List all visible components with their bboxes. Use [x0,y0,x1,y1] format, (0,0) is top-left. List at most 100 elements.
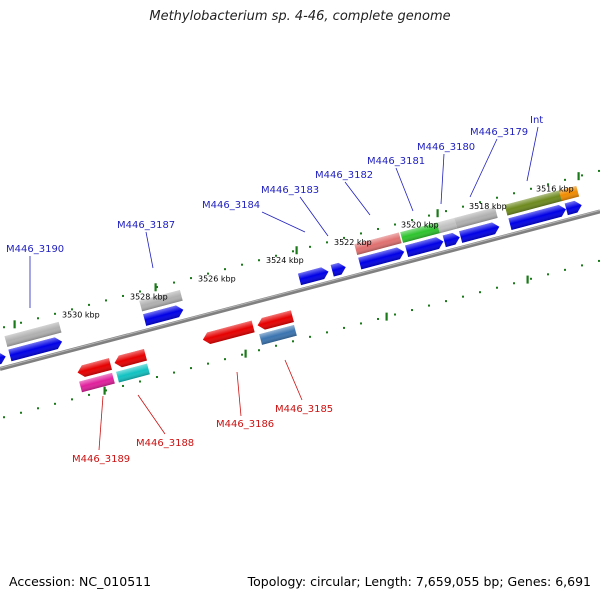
upper-minor-tick [173,281,175,284]
upper-minor-tick [190,277,192,280]
lower-major-tick [385,312,388,321]
gene-features [0,185,582,393]
gene-green-shade [400,222,440,243]
gene-blue-forward-shade [297,267,329,286]
gene-blue-forward [459,222,500,243]
gene-blue-forward-shade [8,337,63,362]
kbp-label: 3526 kbp [198,274,236,283]
map-title: Methylobacterium sp. 4-46, complete geno… [149,9,451,24]
leader-line [526,126,539,182]
upper-minor-tick [547,183,549,186]
gene-blue-forward [297,267,329,286]
gene-salmon [354,232,402,255]
lower-minor-tick [139,380,141,383]
upper-minor-tick [513,192,515,195]
gene-salmon-shade [354,232,402,255]
gene-olive-shade [504,189,564,216]
gene-label-lower: M446_3188 [136,438,194,449]
gene-orange [558,185,580,202]
upper-major-tick [436,209,439,218]
upper-minor-tick [275,254,277,257]
lower-minor-tick [37,407,39,410]
kbp-label: 3524 kbp [266,256,304,265]
gene-blue-forward [330,262,346,277]
lower-major-tick [526,275,529,284]
lower-minor-tick [394,313,396,316]
leader-line [469,138,498,198]
gene-magenta-shade [79,372,115,393]
lower-minor-tick [71,398,73,401]
upper-minor-tick [411,219,413,222]
upper-major-tick [295,246,298,255]
gene-orange-shade [558,185,580,202]
upper-minor-tick [428,214,430,217]
upper-minor-tick [581,174,583,177]
accession-text: Accession: NC_010511 [9,574,152,589]
lower-major-tick [244,349,247,358]
lower-minor-tick [241,353,243,356]
gene-red-reverse-shade [202,320,255,345]
gene-blue-forward [508,204,567,230]
leader-line [344,181,371,216]
lower-minor-tick [360,322,362,325]
gene-label-upper: Int [530,115,543,126]
gene-red-reverse [77,358,112,377]
kbp-label: 3522 kbp [334,238,372,247]
upper-minor-tick [326,241,328,244]
gene-grey [436,217,458,234]
backbone-highlight [0,209,600,369]
gene-red-reverse [202,320,255,345]
gene-label-upper: M446_3184 [202,200,260,211]
backbone-line [0,209,600,371]
upper-minor-tick [258,259,260,262]
upper-minor-tick [105,299,107,302]
lower-minor-tick [309,335,311,338]
gene-blue-forward-shade [358,247,405,270]
gene-label-upper: M446_3190 [6,244,64,255]
gene-blue-forward [358,247,405,270]
upper-minor-tick [122,294,124,297]
gene-blue-forward [0,352,6,367]
gene-labels: M446_3190M446_3187M446_3184M446_3183M446… [6,115,543,465]
gene-label-lower: M446_3186 [216,419,274,430]
gene-label-upper: M446_3180 [417,142,475,153]
kbp-label: 3530 kbp [62,311,100,320]
lower-major-tick [103,386,106,395]
upper-minor-tick [54,312,56,315]
upper-minor-tick [241,263,243,266]
lower-minor-tick [462,295,464,298]
kbp-label: 3520 kbp [401,220,439,229]
gene-blue-forward-shade [143,305,184,326]
lower-minor-tick [190,367,192,370]
lower-minor-tick [88,393,90,396]
upper-minor-tick [462,205,464,208]
lower-minor-tick [3,416,5,419]
upper-minor-tick [139,290,141,293]
gene-grey [4,321,62,347]
lower-minor-tick [173,371,175,374]
gene-blue-forward-shade [330,262,346,277]
gene-label-lower: M446_3189 [72,454,130,465]
gene-red-reverse-shade [257,310,294,330]
gene-grey-shade [4,321,62,347]
kbp-label: 3516 kbp [536,184,574,193]
upper-minor-tick [564,178,566,181]
label-leader-lines [29,126,539,451]
gene-label-upper: M446_3187 [117,220,175,231]
lower-minor-tick [156,376,158,379]
gene-red-reverse-shade [77,358,112,377]
gene-blue-forward [442,232,460,248]
upper-minor-tick [445,210,447,213]
upper-minor-tick [309,245,311,248]
gene-blue-forward-shade [459,222,500,243]
upper-minor-tick [377,227,379,230]
upper-minor-tick [530,187,532,190]
gene-grey-shade [436,217,458,234]
upper-minor-tick [20,321,22,324]
upper-major-tick [13,320,16,329]
upper-minor-tick [360,232,362,235]
lower-minor-tick [292,340,294,343]
leader-line [440,153,445,205]
